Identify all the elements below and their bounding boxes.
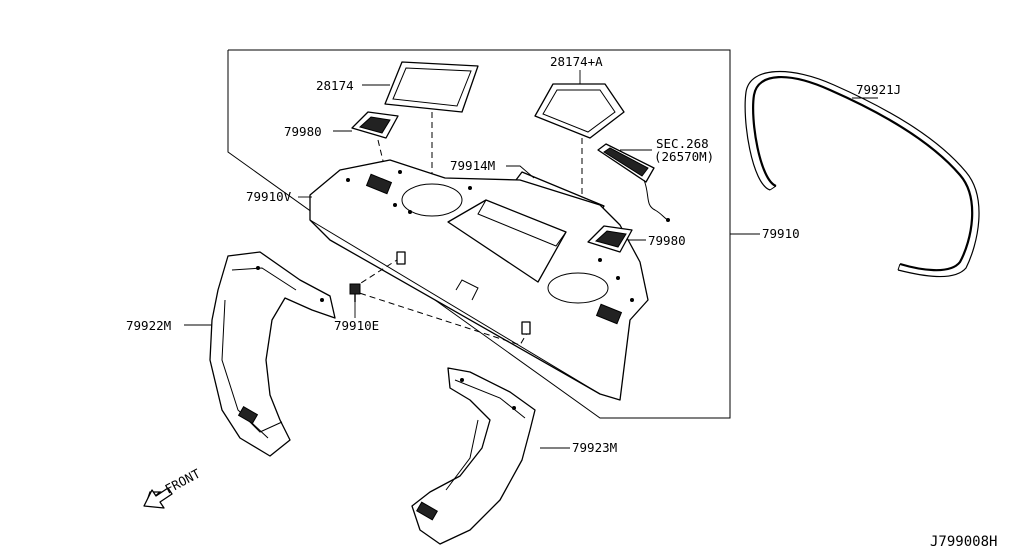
part-79980-right (587, 225, 633, 253)
part-79923m (411, 367, 536, 545)
assembly-frame (227, 49, 731, 419)
label-79910: 79910 (762, 226, 800, 241)
label-sec-268: SEC.268 (656, 136, 709, 151)
label-79921j: 79921J (856, 82, 901, 97)
label-79910e: 79910E (334, 318, 379, 333)
part-sec-268 (597, 143, 670, 222)
part-28174-a (534, 83, 625, 139)
label-28174-a: 28174+A (550, 54, 603, 69)
label-front: FRONT (162, 466, 203, 497)
label-28174: 28174 (316, 78, 354, 93)
label-79923m: 79923M (572, 440, 617, 455)
label-79910v: 79910V (246, 189, 292, 204)
label-79922m: 79922M (126, 318, 171, 333)
diagram-id: J799008H (930, 534, 997, 550)
label-79980-top: 79980 (284, 124, 322, 139)
label-sec-268-sub: (26570M) (654, 149, 714, 164)
part-79922m (209, 251, 336, 457)
label-79980-right: 79980 (648, 233, 686, 248)
part-79910v (309, 159, 649, 401)
part-79921j (744, 70, 980, 278)
part-79910e (349, 283, 361, 302)
part-28174 (384, 61, 479, 113)
part-79980-top (351, 111, 399, 139)
label-79914m: 79914M (450, 158, 495, 173)
front-arrow-icon (143, 487, 173, 509)
